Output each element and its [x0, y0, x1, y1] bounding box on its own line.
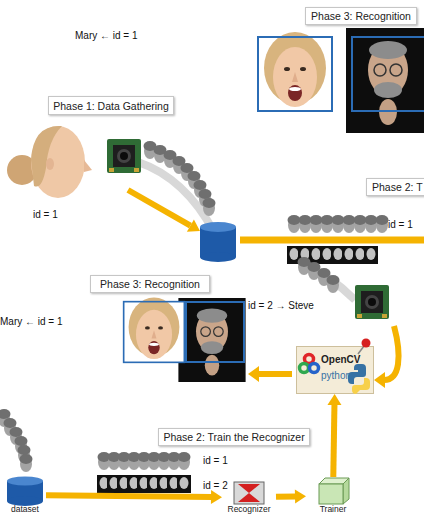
mary-face: [258, 32, 332, 111]
id-label: id = 1: [33, 209, 58, 220]
flow-arrow: [240, 237, 424, 244]
phase-label: Phase 3: Recognition: [90, 275, 210, 293]
arrow-head: [327, 394, 341, 405]
node-caption: Trainer: [300, 504, 366, 514]
phase-title: Phase 2: Train the Recognizer: [163, 431, 304, 443]
face-row: [98, 452, 191, 470]
arrow-shaft: [276, 493, 296, 499]
hourglass-symbol: [222, 481, 276, 505]
face-stream: [298, 257, 340, 293]
face-box: [352, 37, 424, 111]
flow-arrow: [276, 489, 306, 503]
push-pin: [358, 339, 371, 355]
flow-arrow: [248, 366, 292, 382]
node-caption: Recognizer: [216, 504, 282, 514]
trainer-cube: Trainer: [306, 477, 360, 514]
phase-label: Phase 2: T: [366, 178, 424, 196]
profile-head: [7, 126, 92, 198]
dataset-cylinder: dataset: [4, 476, 46, 514]
face-stream: [0, 409, 33, 472]
flow-arrow: [327, 394, 341, 477]
camera-module: [355, 285, 389, 319]
cylinder-outline: [4, 476, 46, 506]
phase-label: Phase 2: Train the Recognizer: [158, 428, 310, 446]
recognizer-box: Recognizer: [222, 481, 276, 514]
arrow-head: [295, 489, 306, 503]
phase-title: Phase 2: T: [372, 181, 423, 193]
flow-arrow: [374, 326, 399, 388]
flow-arrow: [128, 190, 200, 232]
arrow-shaft: [333, 404, 334, 477]
id-label: id = 2: [203, 480, 228, 491]
phase-title: Phase 3: Recognition: [100, 278, 200, 290]
id-label: id = 2 → Steve: [248, 300, 314, 311]
steve-face: [346, 28, 424, 133]
camera-module: [107, 139, 141, 173]
face-box: [186, 302, 244, 362]
mary-face: [124, 298, 185, 363]
language-name: python: [321, 370, 351, 381]
arrow-shaft: [46, 495, 212, 497]
face-row: [288, 215, 389, 233]
steve-face: [178, 298, 245, 382]
flow-arrow: [46, 490, 222, 504]
database-cylinder: [200, 222, 236, 262]
library-name: OpenCV: [321, 354, 360, 365]
ribbon-cable: [300, 262, 355, 300]
id-label: Mary ← id = 1: [0, 316, 63, 327]
phase-title: Phase 3: Recognition: [311, 10, 411, 22]
phase-title: Phase 1: Data Gathering: [53, 100, 169, 112]
phase-label: Phase 1: Data Gathering: [48, 96, 174, 115]
cube-symbol: [306, 477, 360, 505]
id-label: id = 1: [203, 455, 228, 466]
id-label: id = 1: [388, 219, 413, 230]
id-label: Mary ← id = 1: [75, 30, 138, 41]
node-caption: dataset: [0, 504, 52, 514]
opencv-box: OpenCV python: [296, 346, 374, 394]
arrow-head: [211, 490, 222, 504]
phase-label: Phase 3: Recognition: [305, 7, 417, 25]
face-row: [97, 475, 191, 493]
